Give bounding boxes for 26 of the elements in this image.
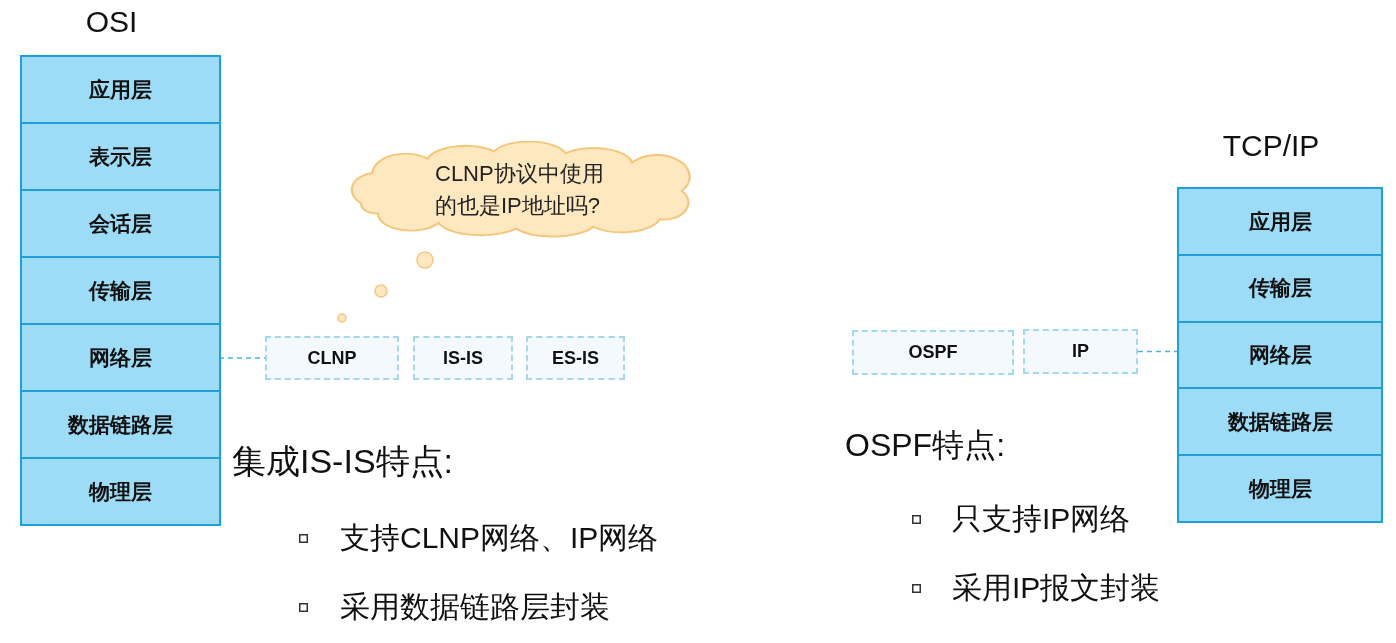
- protocol-box: ES-IS: [526, 336, 625, 380]
- protocol-layer: 网络层: [1179, 322, 1381, 390]
- bullet-text: 支持CLNP网络、IP网络: [340, 520, 659, 556]
- protocol-layer: 表示层: [22, 124, 219, 191]
- protocol-layer: 传输层: [22, 258, 219, 325]
- protocol-box: CLNP: [265, 336, 399, 380]
- bullet-text: 只支持IP网络: [952, 501, 1131, 537]
- protocol-layer: 应用层: [22, 57, 219, 124]
- section-heading: OSPF特点:: [845, 426, 1005, 465]
- bullet-text: 采用IP报文封装: [952, 570, 1161, 606]
- protocol-layer: 网络层: [22, 325, 219, 392]
- protocol-layer: 物理层: [1179, 456, 1381, 521]
- section-heading: 集成IS-IS特点:: [232, 441, 454, 482]
- stack-title: TCP/IP: [1222, 128, 1320, 164]
- protocol-box: OSPF: [852, 330, 1014, 375]
- cloud-text: CLNP协议中使用的也是IP地址吗?: [435, 160, 605, 220]
- protocol-box: IS-IS: [413, 336, 513, 380]
- protocol-layer: 传输层: [1179, 255, 1381, 323]
- protocol-layer: 数据链路层: [22, 392, 219, 459]
- protocol-box: IP: [1023, 329, 1138, 374]
- protocol-layer: 会话层: [22, 191, 219, 258]
- stack-title: OSI: [85, 4, 138, 40]
- bullet-text: 采用数据链路层封装: [340, 589, 610, 625]
- protocol-layer: 数据链路层: [1179, 389, 1381, 457]
- protocol-layer: 应用层: [1179, 189, 1381, 256]
- protocol-layer: 物理层: [22, 459, 219, 524]
